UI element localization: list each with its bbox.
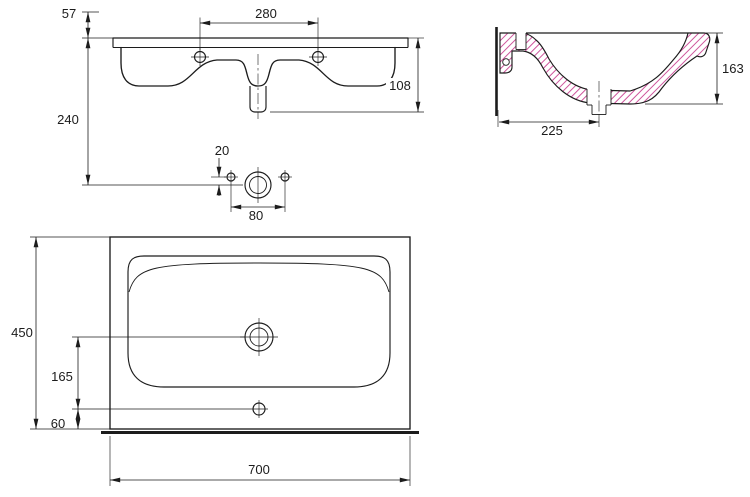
dim-drain-to-overflow: 165 (51, 336, 250, 410)
dim-label-60: 60 (51, 416, 65, 431)
dim-label-225: 225 (541, 123, 563, 138)
dim-label-20: 20 (215, 143, 229, 158)
dim-label-280: 280 (255, 6, 277, 21)
dim-faucet-spacing: 280 (199, 6, 319, 50)
front-body-outline (120, 46, 396, 87)
section-mount-hole (502, 58, 510, 66)
plan-basin-slope-line (128, 262, 390, 293)
dim-depth: 450 (11, 236, 110, 430)
dim-overall-height: 108 (270, 37, 424, 113)
dim-label-700: 700 (248, 462, 270, 477)
dim-label-57: 57 (62, 6, 76, 21)
dim-label-450: 450 (11, 325, 33, 340)
section-shell (499, 32, 711, 105)
dim-label-108: 108 (389, 78, 411, 93)
dim-hole-spacing: 80 (230, 184, 286, 223)
dim-rim-height: 57 (62, 6, 113, 39)
section-faucet-slot (516, 32, 526, 50)
plan-outer-rect (109, 236, 411, 430)
plan-basin-outline (127, 255, 391, 388)
drain-hole-detail: 20 80 (211, 143, 292, 223)
dim-basin-height: 163 (645, 32, 744, 105)
dim-rim-to-drain: 240 (57, 38, 243, 186)
dim-label-80: 80 (249, 208, 263, 223)
dim-hole-offset: 20 (211, 143, 229, 196)
dim-overflow-to-edge: 60 (51, 409, 81, 431)
front-view: 280 57 240 108 (57, 6, 424, 186)
dim-label-165: 165 (51, 369, 73, 384)
dim-wall-to-drain: 225 (497, 110, 600, 138)
dim-label-163: 163 (722, 61, 744, 76)
dim-label-240: 240 (57, 112, 79, 127)
plan-view: 450 165 60 700 (11, 236, 419, 486)
front-drain-stub (249, 86, 267, 113)
side-section-view: 163 225 (495, 27, 744, 138)
dim-width: 700 (109, 436, 411, 486)
